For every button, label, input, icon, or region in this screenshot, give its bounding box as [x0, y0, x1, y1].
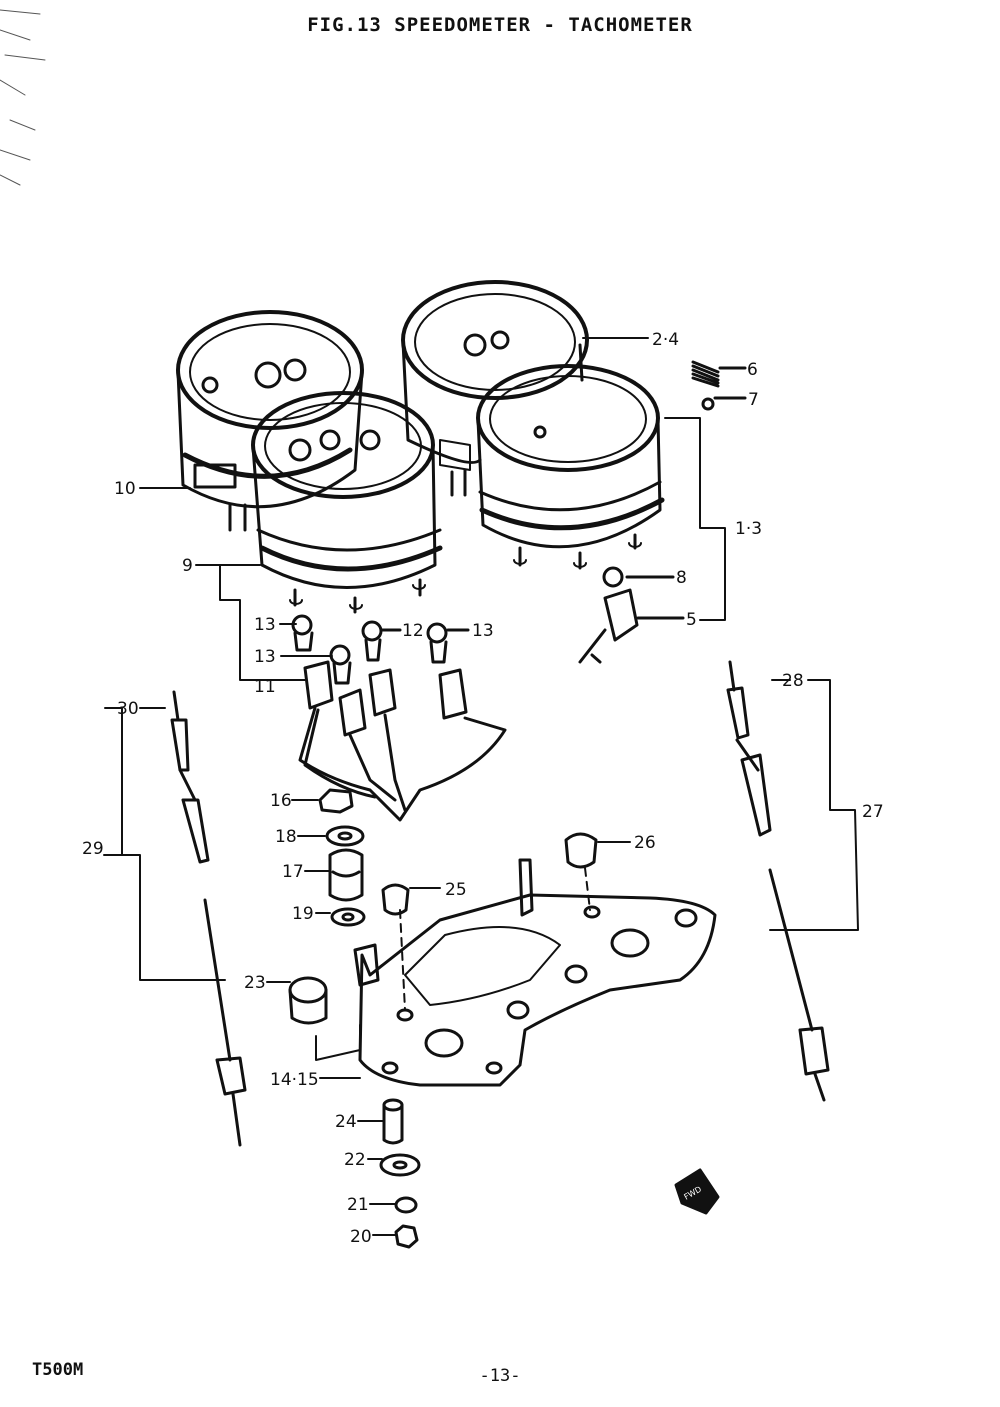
callout-25: 25 — [445, 880, 467, 900]
cable-29 — [170, 690, 247, 1147]
callout-13-a: 13 — [254, 615, 276, 635]
callout-30: 30 — [117, 699, 139, 719]
callout-7: 7 — [748, 390, 759, 410]
gauge-10 — [176, 310, 364, 532]
callout-9: 9 — [182, 556, 193, 576]
scan-noise — [0, 9, 46, 186]
callout-5: 5 — [686, 610, 697, 630]
spacer-24 — [382, 1098, 404, 1145]
callout-16: 16 — [270, 791, 292, 811]
washer-22 — [379, 1153, 421, 1177]
callout-23: 23 — [244, 973, 266, 993]
callout-20: 20 — [350, 1227, 372, 1247]
nut-16 — [318, 788, 354, 814]
callout-18: 18 — [275, 827, 297, 847]
bulb-13-left — [291, 614, 314, 652]
bulb-8 — [602, 566, 675, 588]
socket-harness-11 — [298, 660, 507, 822]
callout-12: 12 — [402, 621, 424, 641]
callout-8: 8 — [676, 568, 687, 588]
leader-lines — [103, 337, 859, 1236]
screw-7 — [701, 396, 747, 411]
model-code: T500M — [32, 1360, 84, 1380]
bracket-14-15 — [353, 858, 717, 1087]
callout-21: 21 — [347, 1195, 369, 1215]
callout-13-b: 13 — [472, 621, 494, 641]
washer-18 — [325, 825, 365, 847]
washer-19 — [330, 907, 366, 927]
callout-17: 17 — [282, 862, 304, 882]
callout-14-15: 14·15 — [270, 1070, 319, 1090]
callout-19: 19 — [292, 904, 314, 924]
spring-6 — [691, 360, 747, 388]
forward-arrow-icon — [674, 1168, 720, 1215]
cap-25 — [381, 883, 410, 916]
grommet-17 — [328, 848, 364, 902]
callout-10: 10 — [114, 479, 136, 499]
callout-11: 11 — [254, 677, 276, 697]
bulb-13-mid — [329, 644, 352, 685]
nut-20 — [394, 1224, 419, 1249]
socket-5 — [578, 588, 685, 664]
callout-1-3: 1·3 — [735, 519, 762, 539]
callout-26: 26 — [634, 833, 656, 853]
callout-29: 29 — [82, 839, 104, 859]
callout-6: 6 — [747, 360, 758, 380]
bulb-13-right — [426, 622, 470, 664]
callout-24: 24 — [335, 1112, 357, 1132]
callout-13-c: 13 — [254, 647, 276, 667]
figure-title: FIG.13 SPEEDOMETER - TACHOMETER — [307, 14, 693, 36]
page-number: -13- — [479, 1366, 521, 1386]
cap-26 — [564, 832, 598, 869]
callout-2-4: 2·4 — [652, 330, 679, 350]
bulb-12 — [361, 620, 402, 662]
rubber-23 — [288, 976, 361, 1061]
cable-27 — [726, 660, 830, 1102]
gauge-9 — [251, 391, 443, 614]
lock-washer-21 — [394, 1196, 418, 1214]
callout-27: 27 — [862, 802, 884, 822]
callout-22: 22 — [344, 1150, 366, 1170]
gauge-1-3 — [476, 364, 665, 570]
callout-28: 28 — [782, 671, 804, 691]
